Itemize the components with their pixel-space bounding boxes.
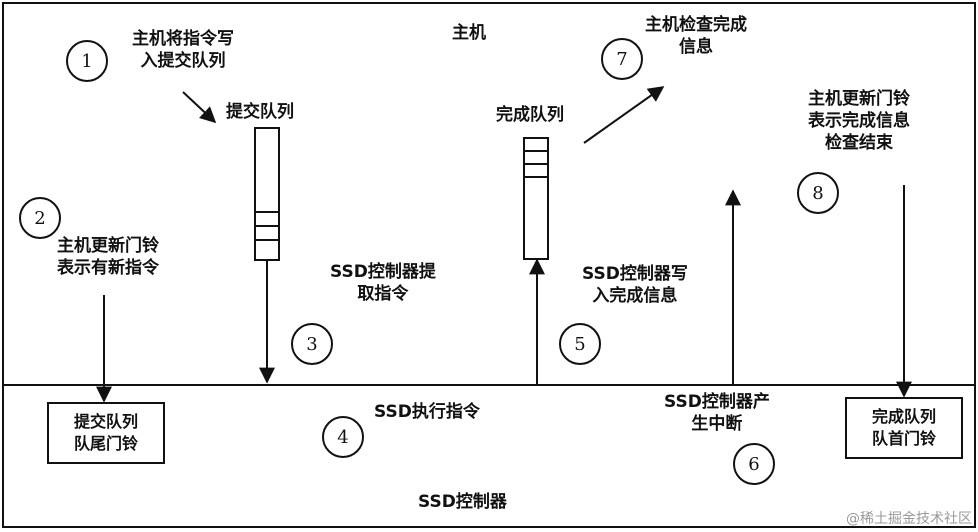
step-8-text: 主机更新门铃 表示完成信息 检查结束	[808, 88, 910, 154]
step-8-line-1: 主机更新门铃	[808, 89, 910, 109]
cq-doorbell-line-2: 队首门铃	[871, 429, 936, 448]
step-1-line-1: 主机将指令写	[132, 29, 234, 49]
step-8-number: 8	[812, 182, 824, 204]
cq-doorbell-line-1: 完成队列	[871, 407, 936, 426]
step-7-line-2: 信息	[679, 37, 713, 57]
step-5-line-2: 入完成信息	[592, 286, 678, 306]
arrow-step1	[182, 91, 217, 124]
step-7-line-1: 主机检查完成	[645, 15, 747, 35]
step-1-line-2: 入提交队列	[140, 51, 226, 71]
step-7-number: 7	[616, 48, 628, 70]
completion-queue-tube	[523, 137, 549, 260]
step-7-text: 主机检查完成 信息	[645, 14, 747, 58]
step-3-circle: 3	[291, 323, 333, 365]
step-8-line-3: 检查结束	[825, 133, 893, 153]
step-6-line-2: 生中断	[691, 414, 743, 434]
sq-doorbell-box	[47, 402, 165, 464]
submission-queue-tube	[254, 127, 280, 261]
step-6-text: SSD控制器产 生中断	[664, 391, 770, 435]
step-2-line-1: 主机更新门铃	[57, 236, 159, 256]
step-4-number: 4	[337, 426, 349, 448]
step-4-circle: 4	[322, 416, 364, 458]
step-8-line-2: 表示完成信息	[808, 111, 910, 131]
step-5-text: SSD控制器写 入完成信息	[582, 263, 688, 307]
step-1-number: 1	[81, 50, 93, 72]
cq-doorbell-box	[845, 397, 963, 459]
step-5-circle: 5	[559, 323, 601, 365]
completion-queue-label: 完成队列	[496, 105, 564, 125]
step-5-number: 5	[574, 333, 586, 355]
step-2-number: 2	[34, 207, 46, 229]
step-2-text: 主机更新门铃 表示有新指令	[57, 235, 159, 279]
step-1-text: 主机将指令写 入提交队列	[132, 28, 234, 72]
watermark: @稀土掘金技术社区	[846, 511, 972, 527]
ssd-controller-label: SSD控制器	[418, 492, 507, 512]
step-8-circle: 8	[797, 172, 839, 214]
step-6-number: 6	[748, 453, 760, 475]
sq-doorbell-line-1: 提交队列	[73, 412, 138, 431]
step-2-line-2: 表示有新指令	[57, 258, 159, 278]
step-6-line-1: SSD控制器产	[664, 392, 770, 412]
step-5-line-1: SSD控制器写	[582, 264, 688, 284]
step-6-circle: 6	[733, 443, 775, 485]
sq-doorbell-text: 提交队列 队尾门铃	[48, 411, 164, 455]
cq-doorbell-text: 完成队列 队首门铃	[846, 406, 962, 450]
host-label: 主机	[452, 23, 486, 43]
step-4-text: SSD执行指令	[374, 402, 480, 422]
arrow-step7	[583, 86, 665, 144]
step-2-circle: 2	[19, 197, 61, 239]
step-3-line-1: SSD控制器提	[330, 262, 436, 282]
step-3-text: SSD控制器提 取指令	[330, 261, 436, 305]
submission-queue-label: 提交队列	[226, 102, 294, 122]
step-3-line-2: 取指令	[357, 284, 409, 304]
sq-doorbell-line-2: 队尾门铃	[73, 434, 138, 453]
step-1-circle: 1	[66, 40, 108, 82]
step-7-circle: 7	[601, 38, 643, 80]
step-3-number: 3	[306, 333, 318, 355]
